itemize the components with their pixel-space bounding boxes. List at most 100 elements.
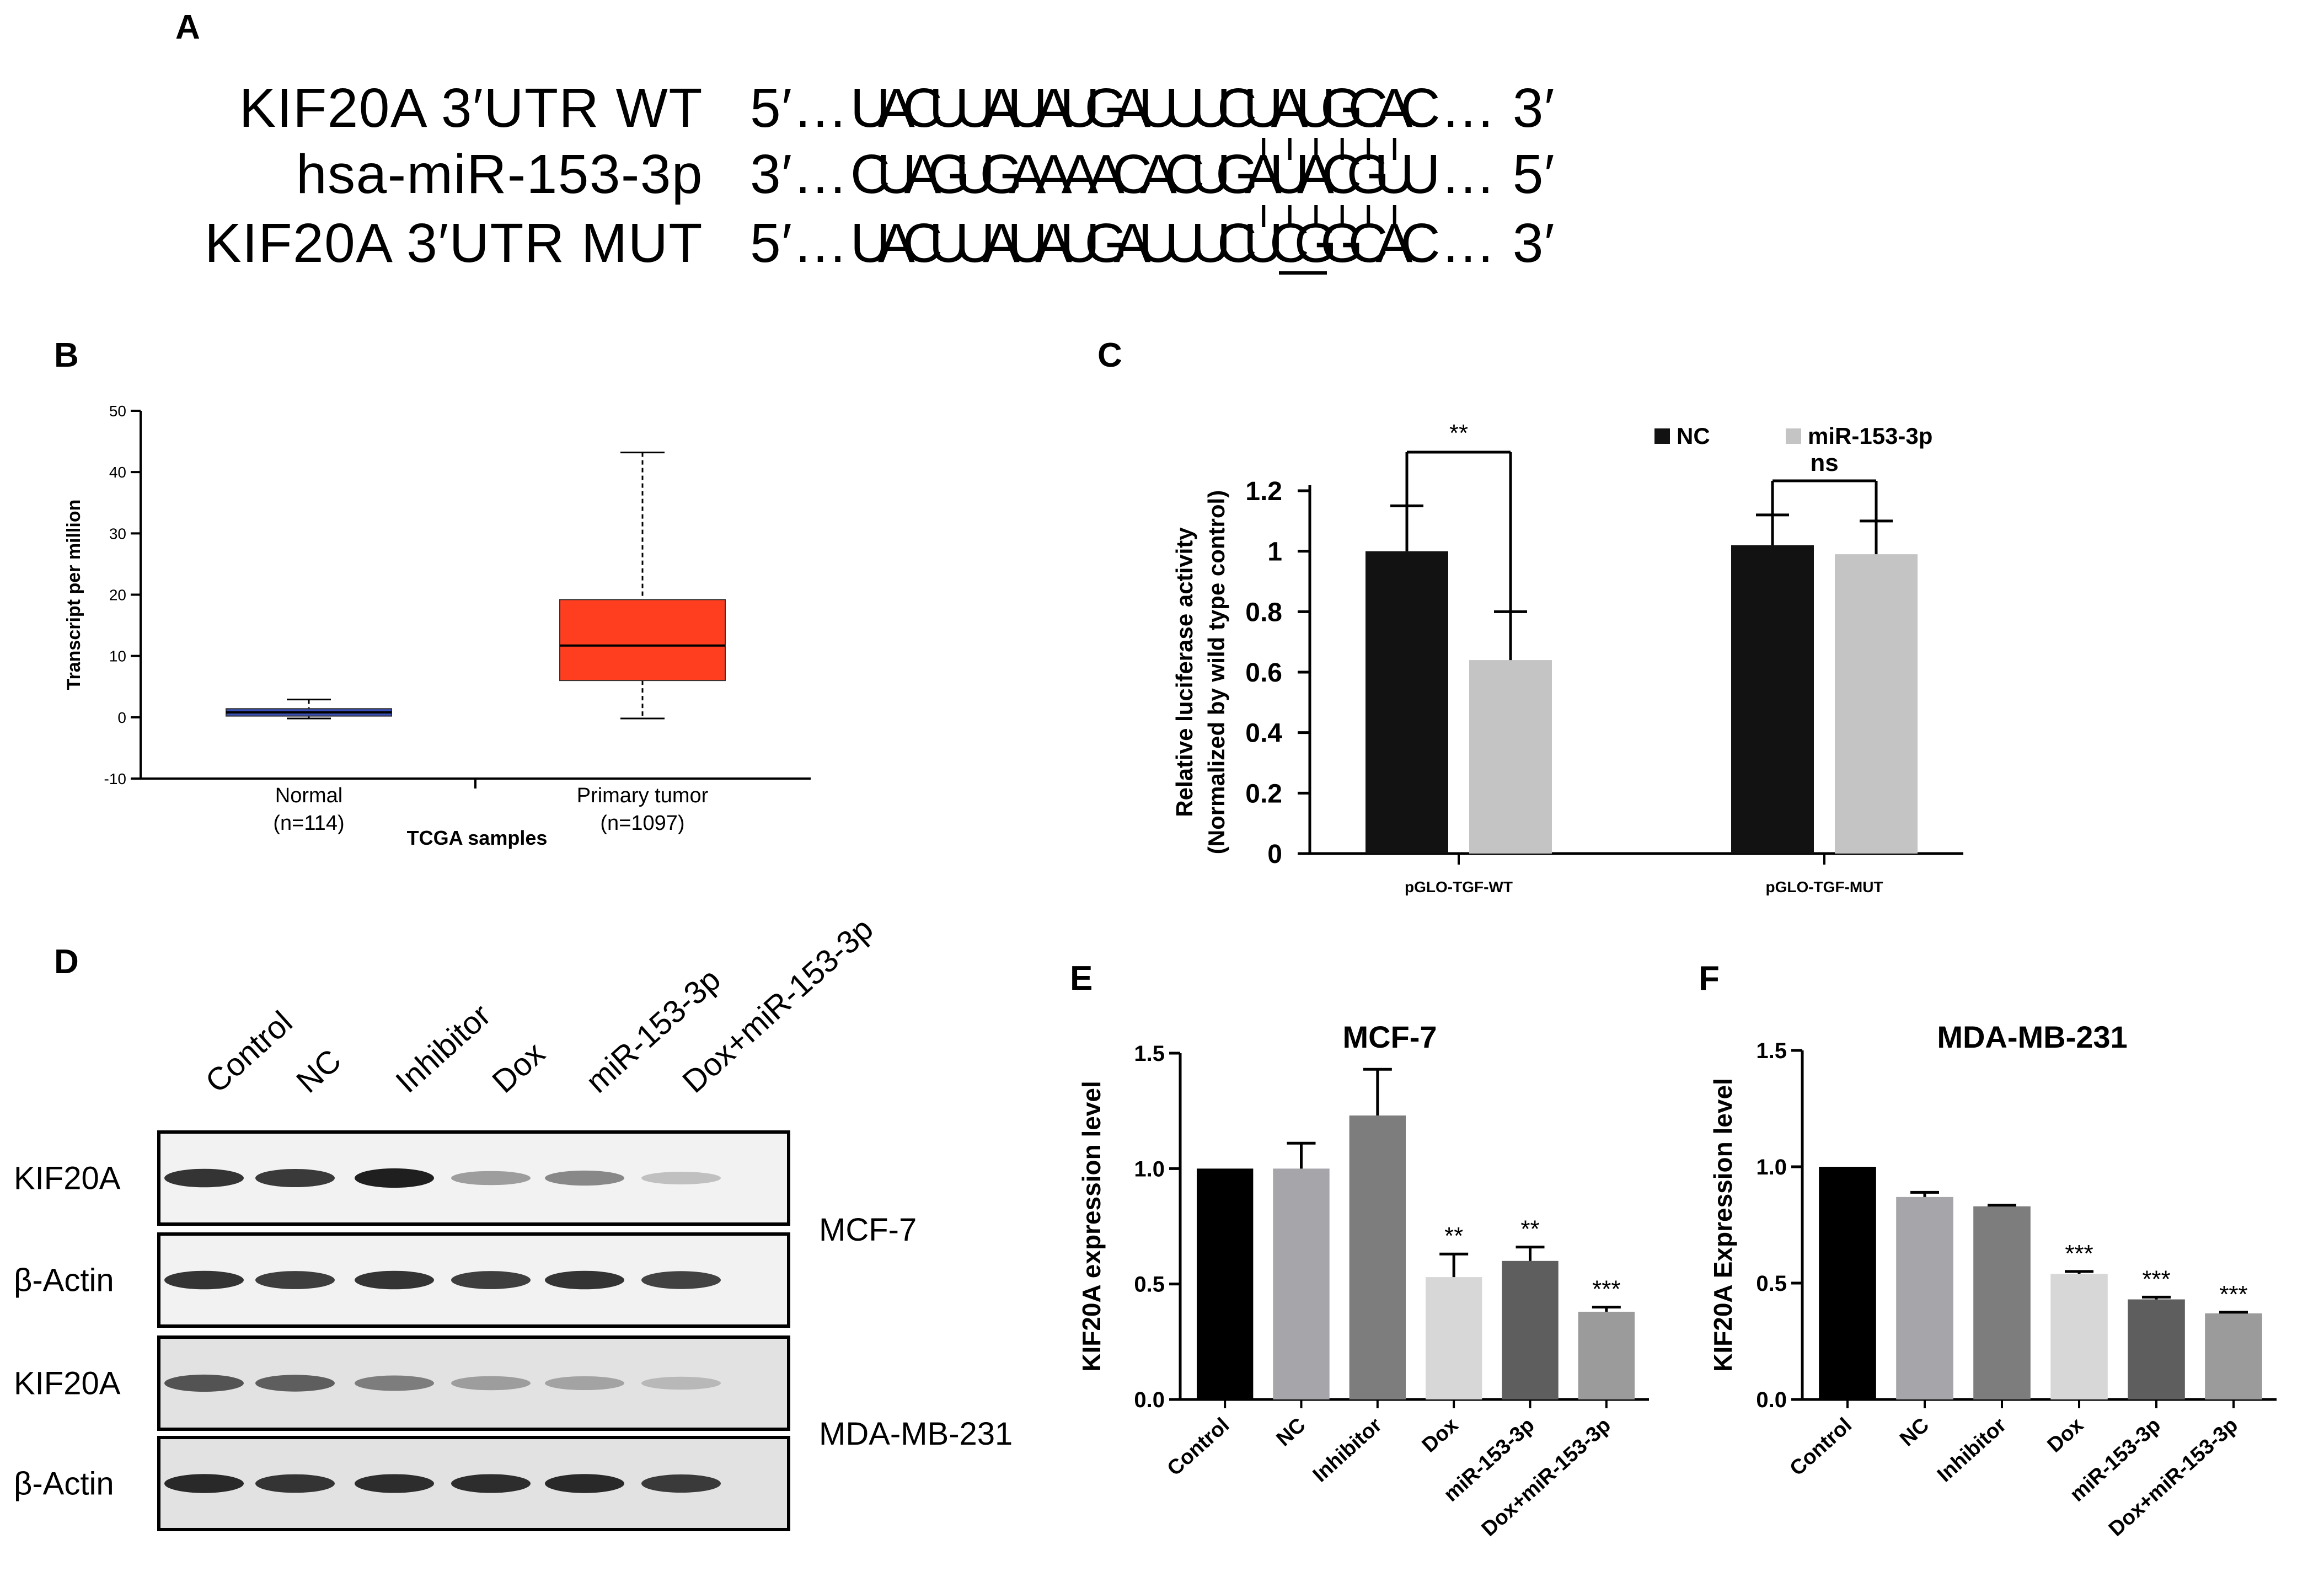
y-tick-label: -10 bbox=[104, 770, 126, 787]
chart-title: MCF-7 bbox=[1342, 1020, 1437, 1054]
bar bbox=[1425, 1277, 1482, 1399]
protein-band bbox=[255, 1375, 335, 1392]
y-tick-label: 1 bbox=[1267, 538, 1282, 567]
nucleotide: U bbox=[955, 77, 996, 139]
blot-row-label: KIF20A bbox=[14, 1161, 121, 1197]
nucleotide: G bbox=[1085, 212, 1128, 274]
nucleotide: C bbox=[1112, 143, 1153, 205]
nucleotide: U bbox=[1060, 77, 1101, 139]
y-axis-label-line1: Relative luciferase activity bbox=[1171, 527, 1197, 817]
protein-band bbox=[641, 1376, 721, 1390]
nucleotide: A bbox=[1062, 143, 1099, 205]
nucleotide: A bbox=[1114, 212, 1152, 274]
category-label: Primary tumor bbox=[577, 784, 709, 807]
nucleotide: C bbox=[1400, 212, 1441, 274]
nucleotide: G bbox=[1085, 77, 1128, 139]
y-axis-label: Transcript per million bbox=[63, 500, 84, 690]
protein-band bbox=[255, 1271, 335, 1289]
y-axis-label-line2: (Normalized by wild type control) bbox=[1203, 490, 1229, 854]
protein-band bbox=[451, 1376, 531, 1391]
y-tick-label: 0.2 bbox=[1245, 779, 1282, 808]
nucleotide: A bbox=[983, 212, 1020, 274]
nucleotide: U bbox=[1138, 212, 1179, 274]
protein-band bbox=[164, 1374, 244, 1392]
panel-label-b: B bbox=[54, 336, 79, 374]
nucleotide: A bbox=[1140, 143, 1177, 205]
y-tick-label: 0.0 bbox=[1134, 1388, 1165, 1412]
protein-band bbox=[164, 1168, 244, 1188]
bar bbox=[1366, 551, 1448, 854]
y-tick-label: 1.5 bbox=[1756, 1039, 1787, 1063]
nucleotide: A bbox=[1035, 212, 1073, 274]
legend-label: NC bbox=[1677, 423, 1710, 449]
nucleotide: U bbox=[1165, 212, 1206, 274]
y-tick-label: 0.5 bbox=[1756, 1272, 1787, 1296]
significance-label: *** bbox=[2142, 1265, 2170, 1292]
blot-row-label: β-Actin bbox=[14, 1466, 114, 1502]
category-count: (n=1097) bbox=[600, 812, 684, 835]
nucleotide: G bbox=[1215, 143, 1259, 205]
nucleotide: U bbox=[1008, 77, 1048, 139]
nucleotide: U bbox=[1165, 77, 1206, 139]
y-tick-label: 1.0 bbox=[1134, 1157, 1165, 1181]
protein-band bbox=[355, 1375, 434, 1391]
nucleotide: A bbox=[1035, 143, 1073, 205]
bar bbox=[1896, 1197, 1953, 1399]
legend-swatch bbox=[1786, 428, 1801, 444]
panel-label-f: F bbox=[1699, 959, 1720, 997]
prime-left-1: 3′… bbox=[750, 143, 849, 205]
protein-band bbox=[355, 1270, 434, 1290]
bar bbox=[1835, 554, 1918, 854]
nucleotide: A bbox=[1088, 143, 1125, 205]
nucleotide: U bbox=[1191, 212, 1231, 274]
chart-title: MDA-MB-231 bbox=[1937, 1020, 2127, 1054]
panel-label-a: A bbox=[175, 8, 200, 46]
y-tick-label: 30 bbox=[109, 525, 126, 542]
y-axis-label: KIF20A expression level bbox=[1077, 1081, 1106, 1372]
nucleotide: U bbox=[1400, 143, 1441, 205]
protein-band bbox=[545, 1170, 624, 1186]
y-tick-label: 20 bbox=[109, 587, 126, 604]
nucleotide: C bbox=[1217, 77, 1258, 139]
y-tick-label: 0.8 bbox=[1245, 598, 1282, 627]
panel-label-d: D bbox=[54, 943, 79, 981]
significance-label: *** bbox=[2219, 1281, 2247, 1308]
prime-right-0: … 3′ bbox=[1441, 77, 1555, 139]
y-tick-label: 0 bbox=[1267, 840, 1282, 869]
nucleotide: U bbox=[955, 143, 996, 205]
protein-band bbox=[451, 1271, 531, 1289]
nucleotide: A bbox=[1035, 77, 1073, 139]
y-tick-label: 50 bbox=[109, 403, 126, 420]
bar bbox=[1819, 1167, 1876, 1399]
nucleotide: U bbox=[1138, 77, 1179, 139]
nucleotide: A bbox=[1376, 77, 1413, 139]
protein-band bbox=[255, 1474, 335, 1493]
significance-label: ** bbox=[1520, 1216, 1539, 1243]
protein-band bbox=[545, 1376, 624, 1391]
significance-label: ** bbox=[1449, 420, 1468, 447]
y-tick-label: 0.4 bbox=[1245, 719, 1282, 748]
bar bbox=[2050, 1274, 2108, 1399]
prime-right-1: … 5′ bbox=[1441, 143, 1555, 205]
nucleotide: G bbox=[928, 143, 971, 205]
nucleotide: A bbox=[1009, 143, 1047, 205]
legend-label: miR-153-3p bbox=[1808, 423, 1932, 449]
nucleotide: G bbox=[980, 143, 1024, 205]
nucleotide: C bbox=[1165, 143, 1206, 205]
nucleotide: A bbox=[904, 143, 942, 205]
nucleotide: U bbox=[955, 212, 996, 274]
sequence-name-1: hsa-miR-153-3p bbox=[296, 143, 703, 205]
bar bbox=[2205, 1313, 2262, 1399]
y-tick-label: 1.5 bbox=[1134, 1042, 1165, 1066]
sequence-name-2: KIF20A 3′UTR MUT bbox=[205, 212, 703, 274]
significance-label: ns bbox=[1810, 449, 1838, 476]
cell-line-label: MCF-7 bbox=[819, 1212, 917, 1248]
y-tick-label: 1.2 bbox=[1245, 477, 1282, 506]
nucleotide: A bbox=[878, 212, 915, 274]
significance-label: *** bbox=[1592, 1276, 1620, 1303]
category-label: pGLO-TGF-MUT bbox=[1765, 878, 1883, 895]
